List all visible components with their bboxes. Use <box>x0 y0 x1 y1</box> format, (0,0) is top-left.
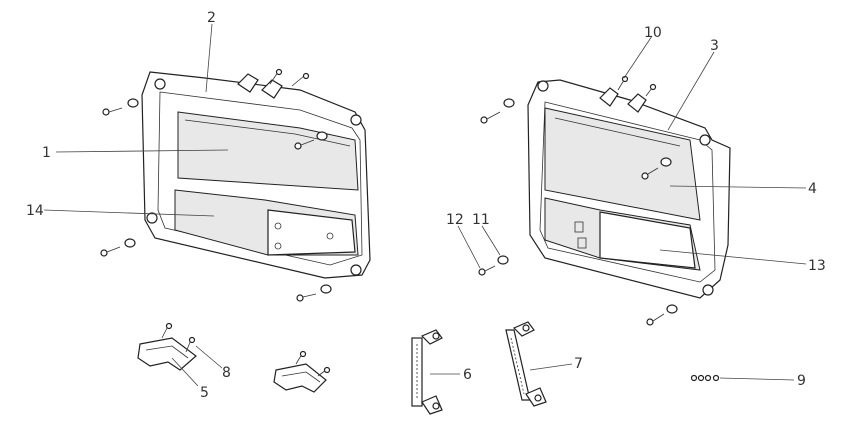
led-strip-6 <box>411 329 443 415</box>
headlamp-lens-upper <box>177 111 359 191</box>
callout-labels: 1 2 3 4 5 6 7 8 9 10 11 12 13 14 <box>26 10 826 401</box>
callout-9: 9 <box>797 373 806 389</box>
callout-11: 11 <box>472 212 490 228</box>
led-strip-7 <box>505 321 547 407</box>
callout-5: 5 <box>200 385 209 401</box>
mounting-clip-left <box>137 322 197 371</box>
callout-6: 6 <box>463 367 472 383</box>
callout-1: 1 <box>42 145 51 161</box>
callout-7: 7 <box>574 356 583 372</box>
callout-10: 10 <box>644 25 662 41</box>
right-headlamp-assembly <box>478 75 731 326</box>
callout-4: 4 <box>808 181 817 197</box>
callout-14: 14 <box>26 203 44 219</box>
headlamp-lens-upper-right <box>544 107 701 221</box>
callout-2: 2 <box>207 10 216 26</box>
callout-8: 8 <box>222 365 231 381</box>
leader-lines <box>43 23 807 387</box>
callout-12: 12 <box>446 212 464 228</box>
connector-part-9 <box>690 374 720 382</box>
callout-3: 3 <box>710 38 719 54</box>
screw-set-left <box>100 68 332 302</box>
left-headlamp-assembly <box>100 68 371 302</box>
callout-13: 13 <box>808 258 826 274</box>
mounting-clip-right <box>273 350 331 393</box>
